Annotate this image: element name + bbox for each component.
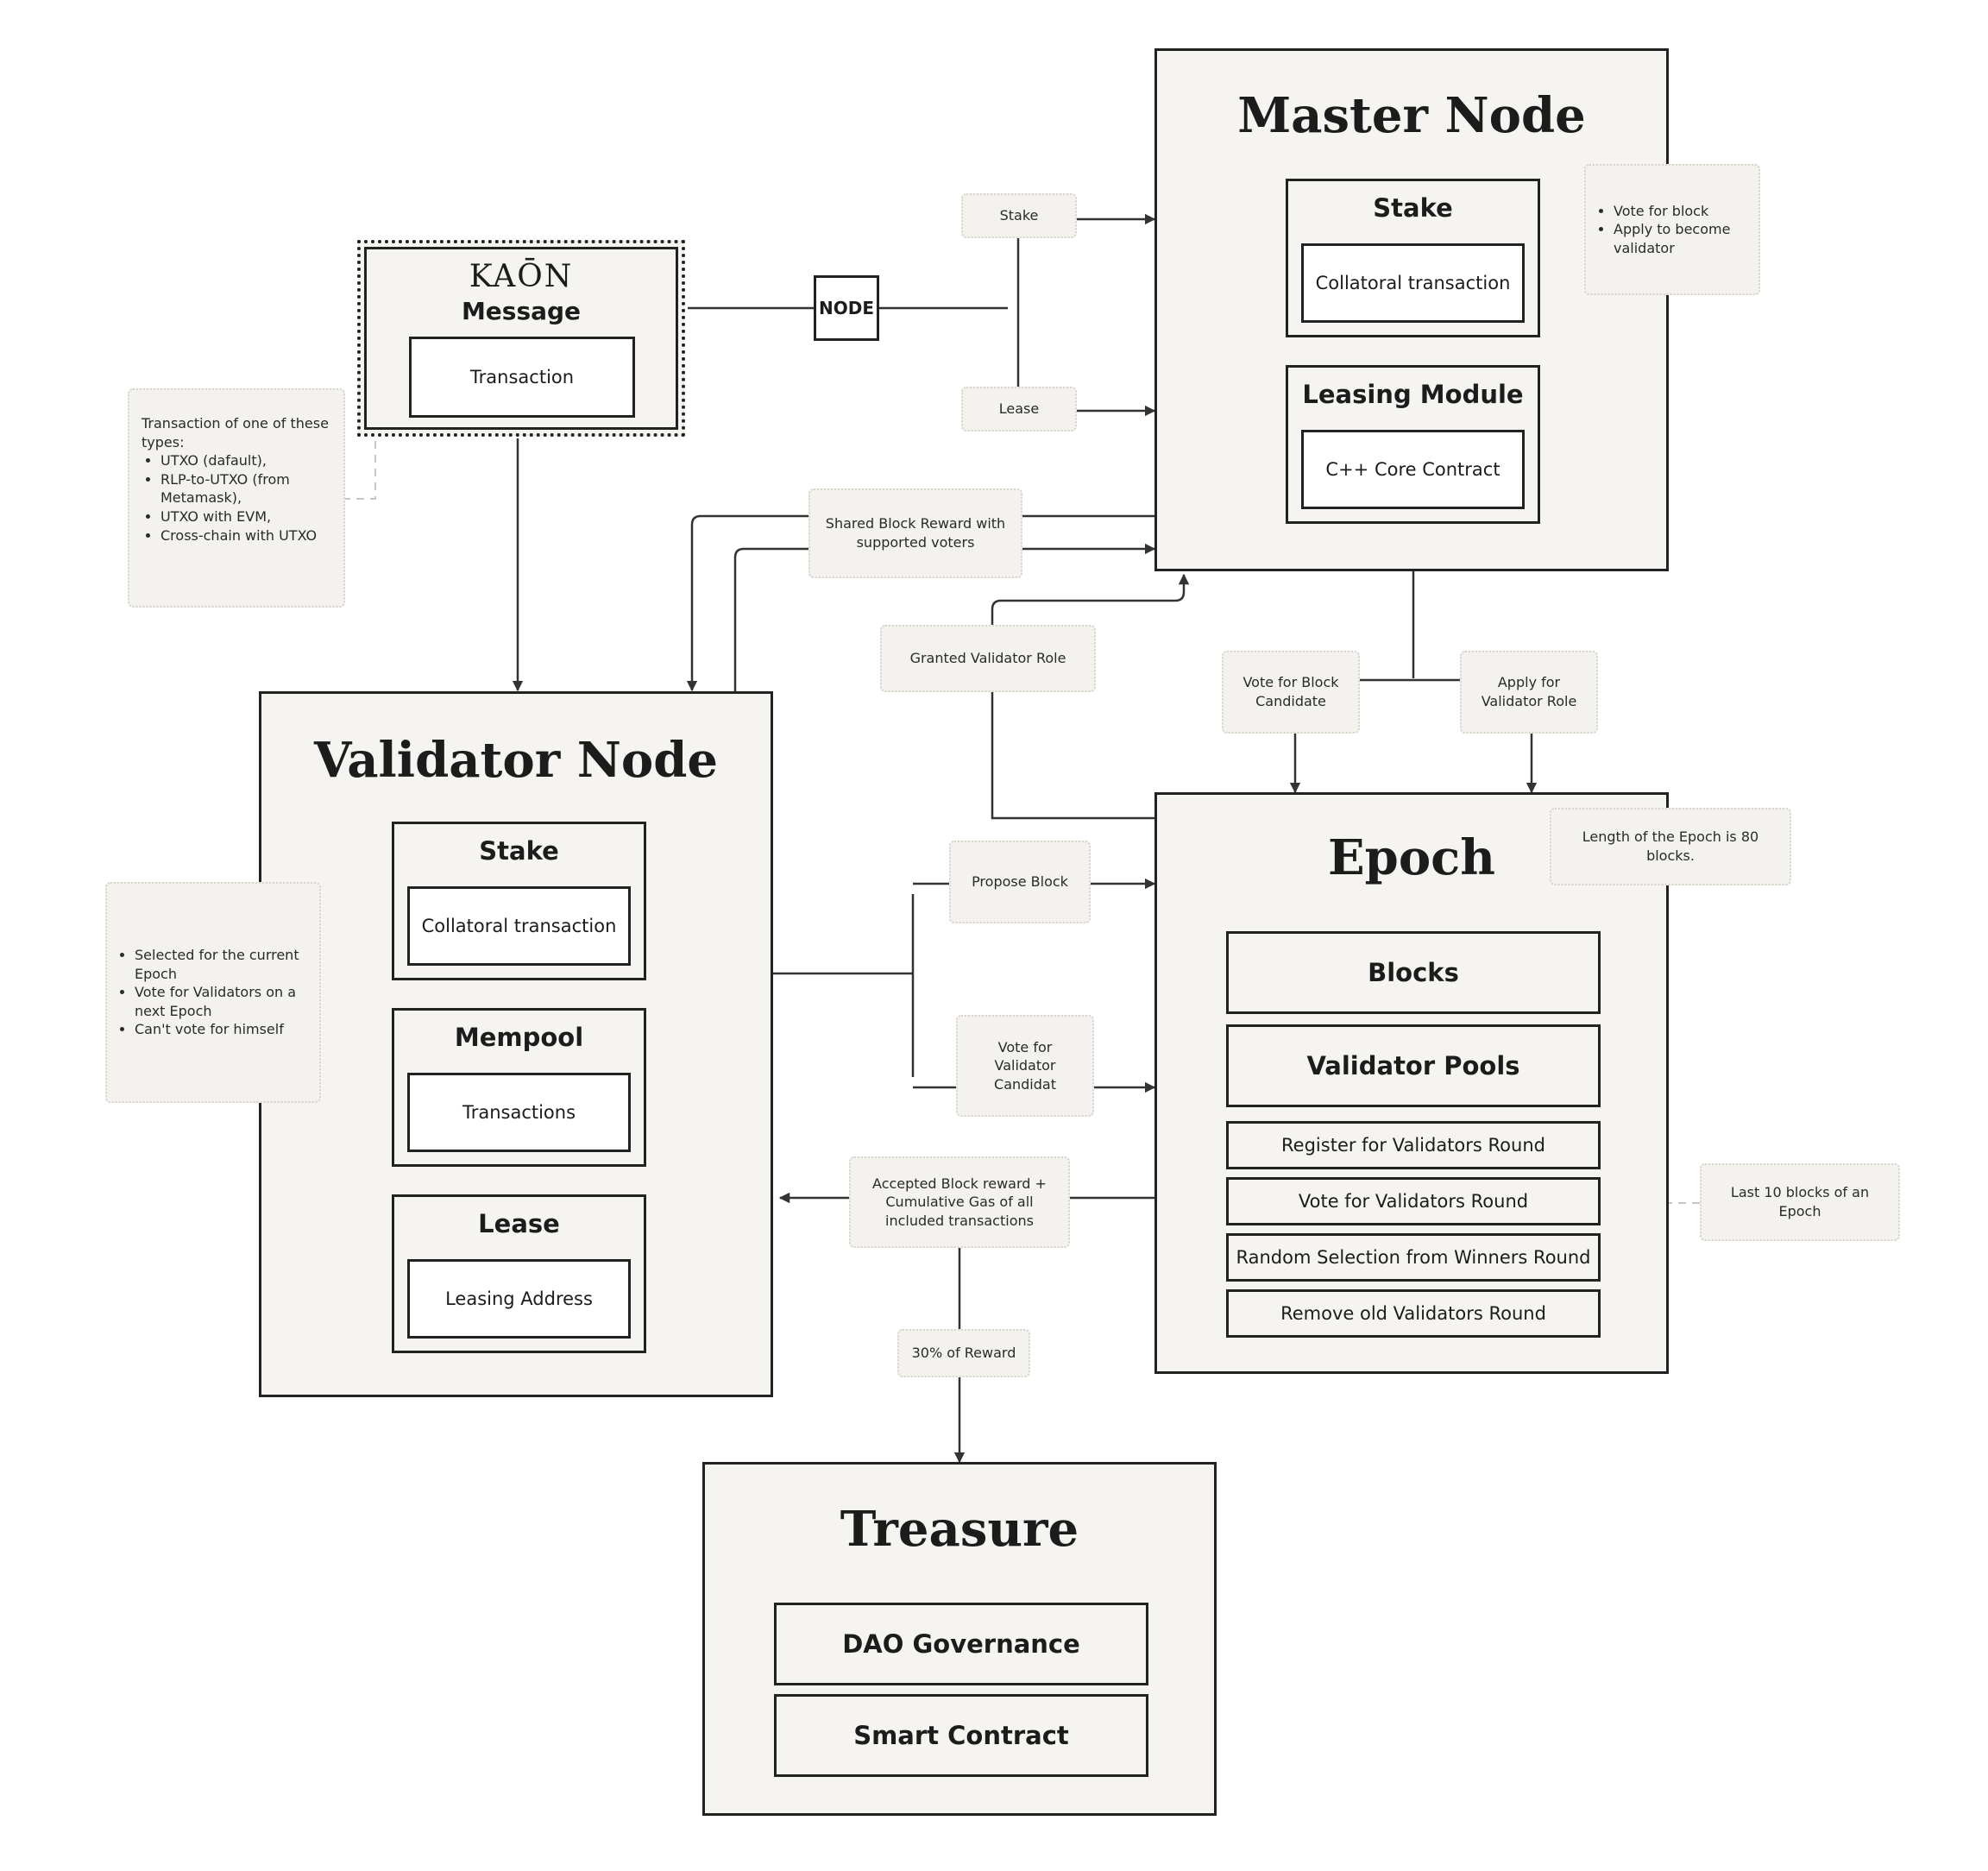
kaon-logo: KAŌN (469, 259, 574, 294)
wire-validator-master (733, 543, 1156, 692)
transaction-type-item: UTXO (dafault), (160, 451, 331, 470)
epoch-validator-pools: Validator Pools (1226, 1024, 1601, 1107)
note-master-duties: Vote for block Apply to become validator (1584, 164, 1760, 295)
note-shared-block-reward: Shared Block Reward with supported voter… (808, 488, 1022, 578)
note-accepted-block-reward: Accepted Block reward + Cumulative Gas o… (849, 1156, 1070, 1248)
message-box: KAŌN Message Transaction (357, 240, 685, 437)
message-box-inner-border (364, 247, 678, 430)
validator-leasing-address: Leasing Address (407, 1259, 631, 1339)
note-propose-block: Propose Block (949, 841, 1091, 923)
transaction-types-lead: Transaction of one of these types: (142, 415, 329, 450)
note-transaction-types: Transaction of one of these types: UTXO … (128, 388, 345, 608)
master-duty-item: Vote for block (1614, 202, 1750, 221)
round-vote: Vote for Validators Round (1226, 1177, 1601, 1225)
validator-stake-title: Stake (479, 836, 559, 866)
wire-master-validator-reward (686, 514, 1154, 692)
wire-epoch-master-role (991, 573, 1190, 820)
note-vote-validator-candidat: Vote for Validator Candidat (956, 1015, 1094, 1117)
note-stake: Stake (961, 193, 1077, 238)
validator-node-title: Validator Node (313, 732, 719, 789)
master-core-contract: C++ Core Contract (1301, 430, 1525, 509)
note-validator-duties: Selected for the current Epoch Vote for … (105, 882, 321, 1103)
master-node: Master Node Stake Collatoral transaction… (1154, 48, 1669, 571)
note-lease: Lease (961, 387, 1077, 432)
validator-stake: Stake Collatoral transaction (392, 822, 646, 980)
master-duty-item: Apply to become validator (1614, 220, 1750, 257)
master-leasing-module: Leasing Module C++ Core Contract (1286, 365, 1540, 524)
transaction-type-item: Cross-chain with UTXO (160, 526, 331, 545)
treasure-title: Treasure (840, 1501, 1079, 1558)
treasure-smart-contract: Smart Contract (774, 1694, 1148, 1777)
master-stake-title: Stake (1373, 193, 1453, 223)
message-title: Message (461, 297, 582, 325)
note-last-blocks: Last 10 blocks of an Epoch (1700, 1163, 1900, 1241)
validator-mempool-title: Mempool (454, 1023, 584, 1052)
validator-transactions: Transactions (407, 1073, 631, 1152)
validator-duty-item: Selected for the current Epoch (135, 946, 311, 983)
note-apply-validator-role: Apply for Validator Role (1460, 651, 1598, 734)
epoch: Epoch Blocks Validator Pools Register fo… (1154, 792, 1669, 1374)
transaction-box: Transaction (409, 337, 635, 418)
round-remove-old: Remove old Validators Round (1226, 1289, 1601, 1338)
note-granted-validator-role: Granted Validator Role (880, 625, 1096, 692)
master-leasing-module-title: Leasing Module (1302, 380, 1524, 409)
validator-node: Validator Node Stake Collatoral transact… (259, 691, 773, 1397)
treasure: Treasure DAO Governance Smart Contract (702, 1462, 1217, 1816)
epoch-blocks: Blocks (1226, 931, 1601, 1014)
note-vote-block-candidate: Vote for Block Candidate (1222, 651, 1360, 734)
validator-duty-item: Vote for Validators on a next Epoch (135, 983, 311, 1020)
master-node-title: Master Node (1237, 87, 1586, 144)
treasure-dao-governance: DAO Governance (774, 1603, 1148, 1685)
master-collateral-transaction: Collatoral transaction (1301, 243, 1525, 323)
validator-duty-item: Can't vote for himself (135, 1020, 311, 1039)
validator-collateral-transaction: Collatoral transaction (407, 886, 631, 966)
validator-lease-title: Lease (478, 1209, 560, 1238)
master-stake: Stake Collatoral transaction (1286, 179, 1540, 337)
validator-mempool: Mempool Transactions (392, 1008, 646, 1167)
round-random-selection: Random Selection from Winners Round (1226, 1233, 1601, 1282)
note-epoch-length: Length of the Epoch is 80 blocks. (1550, 808, 1791, 885)
round-register: Register for Validators Round (1226, 1121, 1601, 1169)
note-reward-share: 30% of Reward (897, 1329, 1030, 1377)
epoch-title: Epoch (1327, 829, 1495, 886)
validator-lease: Lease Leasing Address (392, 1194, 646, 1353)
node-badge: NODE (814, 275, 879, 341)
transaction-type-item: UTXO with EVM, (160, 507, 331, 526)
transaction-type-item: RLP-to-UTXO (from Metamask), (160, 470, 331, 507)
